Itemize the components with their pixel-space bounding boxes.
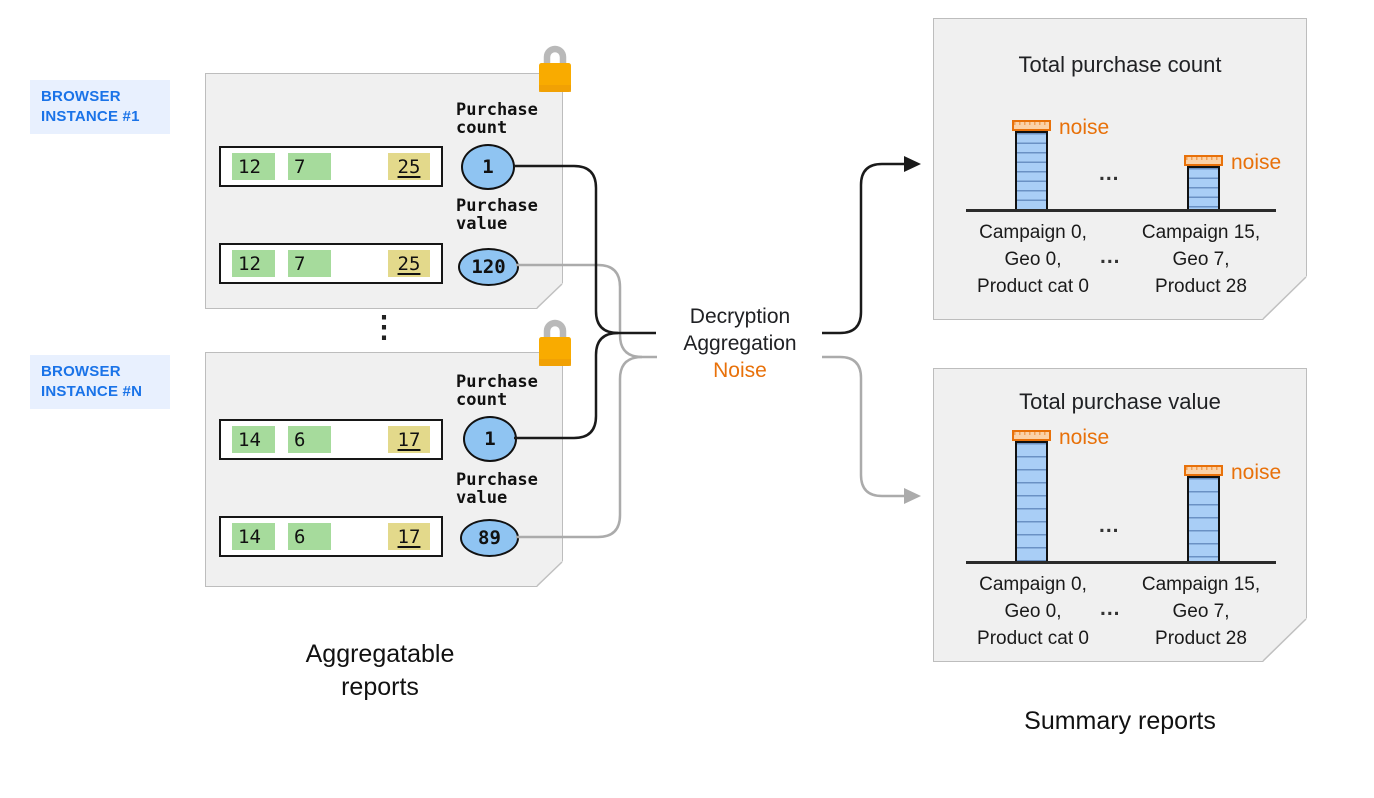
noise-annotation: noise [1231, 151, 1282, 174]
bar-campaign15 [1187, 166, 1220, 209]
bucket-cell: 12 [232, 153, 275, 180]
process-decryption: Decryption [689, 305, 791, 328]
purchase-value-bubble: 89 [460, 519, 519, 557]
ellipsis: ... [1099, 514, 1120, 537]
bar-campaign0 [1015, 131, 1048, 209]
bar-campaign15 [1187, 476, 1220, 561]
bucket-cell: 7 [288, 153, 331, 180]
purchase-value-label: Purchase value [456, 196, 538, 234]
bucket-cell-highlight: 25 [388, 250, 430, 277]
ellipsis: ... [1100, 245, 1121, 268]
x-tick-label: Campaign 0, Geo 0, Product cat 0 [977, 222, 1089, 297]
gray-arrowhead-icon [904, 488, 921, 504]
purchase-count-label: Purchase count [456, 100, 538, 138]
bucket-cell: 12 [232, 250, 275, 277]
aggregatable-reports-label: Aggregatable reports [305, 640, 455, 701]
ellipsis: ... [1099, 162, 1120, 185]
x-tick-label: Campaign 15, Geo 7, Product 28 [1141, 574, 1261, 649]
process-noise: Noise [713, 359, 767, 382]
bucket-cell-highlight: 17 [388, 426, 430, 453]
more-instances-ellipsis: ⋮ [369, 311, 399, 344]
noise-annotation: noise [1059, 116, 1110, 139]
bucket-cell: 6 [288, 523, 331, 550]
bucket-cell-highlight: 17 [388, 523, 430, 550]
process-steps: Decryption Aggregation Noise [655, 303, 825, 384]
noise-segment [1012, 430, 1051, 441]
summary-reports-label: Summary reports [1024, 707, 1216, 735]
browser-instance-1-label: BROWSER INSTANCE #1 [30, 80, 170, 134]
purchase-count-bubble: 1 [463, 416, 517, 462]
process-aggregation: Aggregation [683, 332, 797, 355]
browser-instance-n-label: BROWSER INSTANCE #N [30, 355, 170, 409]
histogram-row: 14 6 17 [219, 419, 443, 460]
summary-panel-count: Total purchase count noise ... noise Cam… [933, 18, 1307, 320]
noise-annotation: noise [1059, 426, 1110, 449]
x-axis [966, 561, 1276, 564]
histogram-row: 12 7 25 [219, 243, 443, 284]
noise-annotation: noise [1231, 461, 1282, 484]
histogram-row: 14 6 17 [219, 516, 443, 557]
chart-title: Total purchase value [1019, 389, 1221, 414]
purchase-count-bubble: 1 [461, 144, 515, 190]
lock-icon [537, 42, 573, 105]
noise-segment [1184, 465, 1223, 476]
bar-campaign0 [1015, 441, 1048, 561]
purchase-value-bubble: 120 [458, 248, 519, 286]
bucket-cell: 7 [288, 250, 331, 277]
aggregatable-report-panel-1: 12 7 25 Purchase count 1 12 7 25 Purchas… [205, 73, 563, 309]
x-axis [966, 209, 1276, 212]
noise-segment [1184, 155, 1223, 166]
aggregatable-report-panel-n: 14 6 17 Purchase count 1 14 6 17 Purchas… [205, 352, 563, 587]
bucket-cell: 6 [288, 426, 331, 453]
ellipsis: ... [1100, 597, 1121, 620]
bucket-cell: 14 [232, 523, 275, 550]
x-tick-label: Campaign 15, Geo 7, Product 28 [1141, 222, 1261, 297]
bucket-cell: 14 [232, 426, 275, 453]
noise-segment [1012, 120, 1051, 131]
chart-title: Total purchase count [1018, 52, 1222, 77]
bucket-cell-highlight: 25 [388, 153, 430, 180]
histogram-row: 12 7 25 [219, 146, 443, 187]
x-tick-label: Campaign 0, Geo 0, Product cat 0 [977, 574, 1089, 649]
lock-icon [537, 316, 573, 379]
summary-panel-value: Total purchase value noise ... noise Cam… [933, 368, 1307, 662]
black-arrowhead-icon [904, 156, 921, 172]
purchase-value-label: Purchase value [456, 470, 538, 508]
